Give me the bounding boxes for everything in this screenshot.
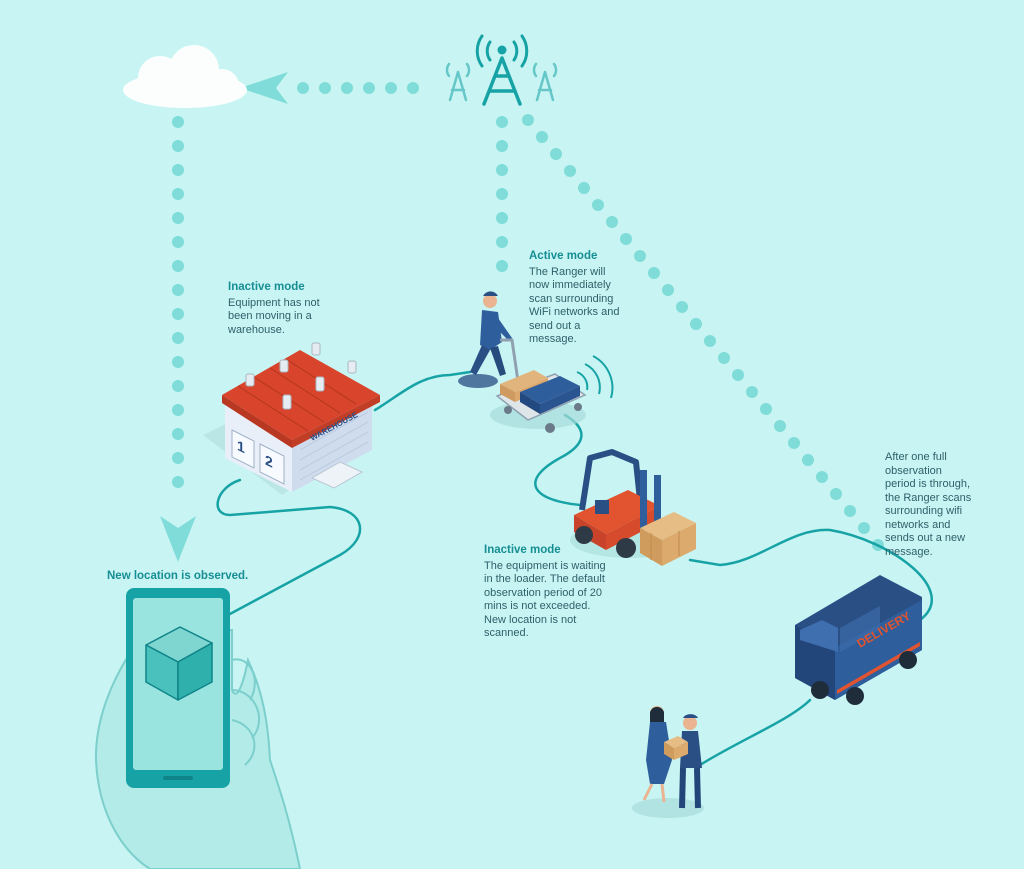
delivery-van-illustration: DELIVERY	[795, 575, 922, 705]
step-warehouse-heading: Inactive mode	[228, 281, 305, 293]
step-trolley-body: The Ranger will now immediately scan sur…	[529, 265, 620, 346]
step-warehouse-caption: Inactive mode Equipment has not been mov…	[228, 281, 368, 337]
step-van-body: After one full observation period is thr…	[885, 451, 972, 558]
step-forklift-heading: Inactive mode	[484, 544, 561, 556]
route-line	[198, 370, 933, 767]
step-forklift-caption: Inactive mode The equipment is waiting i…	[484, 544, 644, 641]
step-warehouse-body: Equipment has not been moving in a wareh…	[228, 296, 320, 336]
cell-tower-icon	[445, 34, 558, 106]
dock-1-label: 1	[237, 438, 245, 457]
dotted-path-van-to-tower	[522, 114, 884, 551]
package-icon	[145, 626, 213, 701]
step-forklift-body: The equipment is waiting in the loader. …	[484, 559, 606, 640]
dotted-path-tower-to-cloud	[240, 72, 419, 104]
worker-with-trolley-illustration	[458, 291, 614, 433]
cloud-icon	[123, 45, 247, 108]
step-van-caption: After one full observation period is thr…	[885, 451, 1015, 559]
step-phone-heading: New location is observed.	[107, 570, 249, 582]
warehouse-illustration: 1 2 WAREHOUSE	[203, 342, 380, 495]
package-handover-illustration	[632, 706, 704, 818]
dotted-path-cloud-to-phone	[160, 116, 196, 562]
dock-2-label: 2	[265, 453, 273, 472]
step-trolley-heading: Active mode	[529, 250, 598, 262]
step-trolley-caption: Active mode The Ranger will now immediat…	[529, 250, 669, 347]
dotted-path-trolley-to-tower	[496, 116, 508, 272]
forklift-illustration	[570, 449, 696, 566]
